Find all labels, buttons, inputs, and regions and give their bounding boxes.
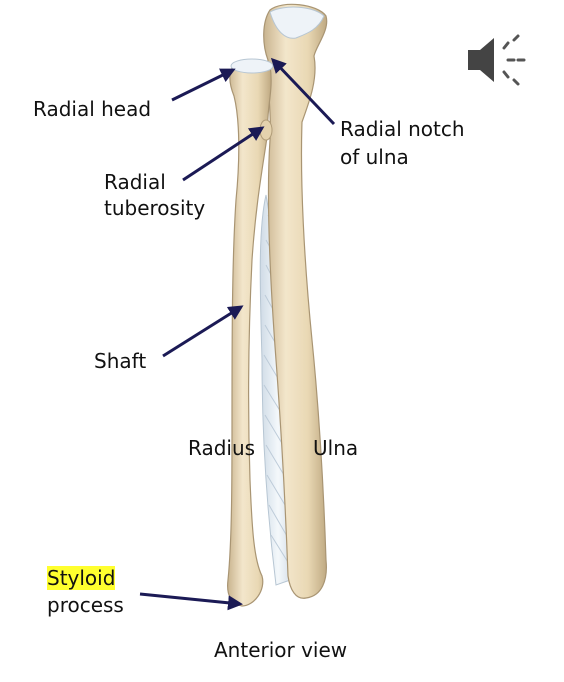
radial-tuberosity-bump	[259, 119, 273, 141]
label-styloid-line1: Styloid	[47, 566, 116, 590]
speaker-glyph	[468, 34, 526, 86]
ulna-bone	[263, 3, 328, 599]
label-ulna: Ulna	[313, 436, 359, 460]
caption-anterior-view: Anterior view	[214, 638, 348, 662]
arrow-styloid	[139, 592, 243, 611]
label-radial-tuberosity-line2: tuberosity	[104, 196, 206, 220]
label-radial-tuberosity-line1: Radial	[104, 170, 166, 194]
arrow-radial-notch	[270, 57, 336, 126]
arrow-radial-tuberosity	[182, 126, 265, 182]
radial-head-cartilage	[230, 58, 274, 74]
label-styloid-line2: process	[47, 593, 124, 617]
styloid-highlight: Styloid	[47, 566, 116, 590]
speaker-icon[interactable]	[464, 30, 528, 90]
label-radius: Radius	[188, 436, 256, 460]
arrow-shaft	[162, 305, 244, 358]
label-radial-head: Radial head	[33, 97, 152, 121]
arrow-radial-head	[171, 68, 236, 102]
label-radial-notch-line2: of ulna	[340, 145, 409, 169]
trochlear-notch	[269, 6, 325, 39]
label-shaft: Shaft	[94, 349, 147, 373]
label-radial-notch-line1: Radial notch	[340, 117, 465, 141]
